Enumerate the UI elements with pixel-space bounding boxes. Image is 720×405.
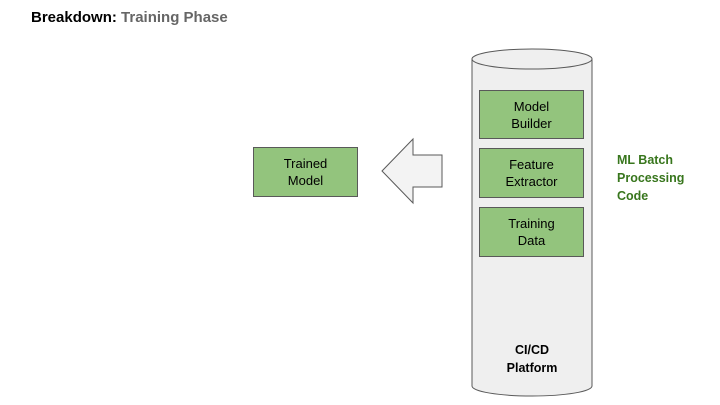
model-builder-label: Model Builder xyxy=(511,98,552,131)
title-subtitle: Training Phase xyxy=(121,9,228,26)
page-title: Breakdown: Training Phase xyxy=(31,9,228,26)
trained-model-label: Trained Model xyxy=(283,156,328,188)
feature-extractor-label: Feature Extractor xyxy=(505,157,558,189)
training-data-node: Training Data xyxy=(479,207,584,257)
ml-batch-processing-label: ML Batch Processing Code xyxy=(617,153,685,203)
trained-model-node: Trained Model xyxy=(253,147,358,197)
title-bold: Breakdown: xyxy=(31,9,117,26)
training-data-label: Training Data xyxy=(508,216,555,248)
model-builder-node: Model Builder xyxy=(479,90,584,139)
cicd-cylinder-top xyxy=(471,48,593,70)
feature-extractor-node: Feature Extractor xyxy=(479,148,584,198)
cicd-platform-label: CI/CD Platform xyxy=(506,343,558,375)
left-arrow-icon xyxy=(381,137,443,205)
